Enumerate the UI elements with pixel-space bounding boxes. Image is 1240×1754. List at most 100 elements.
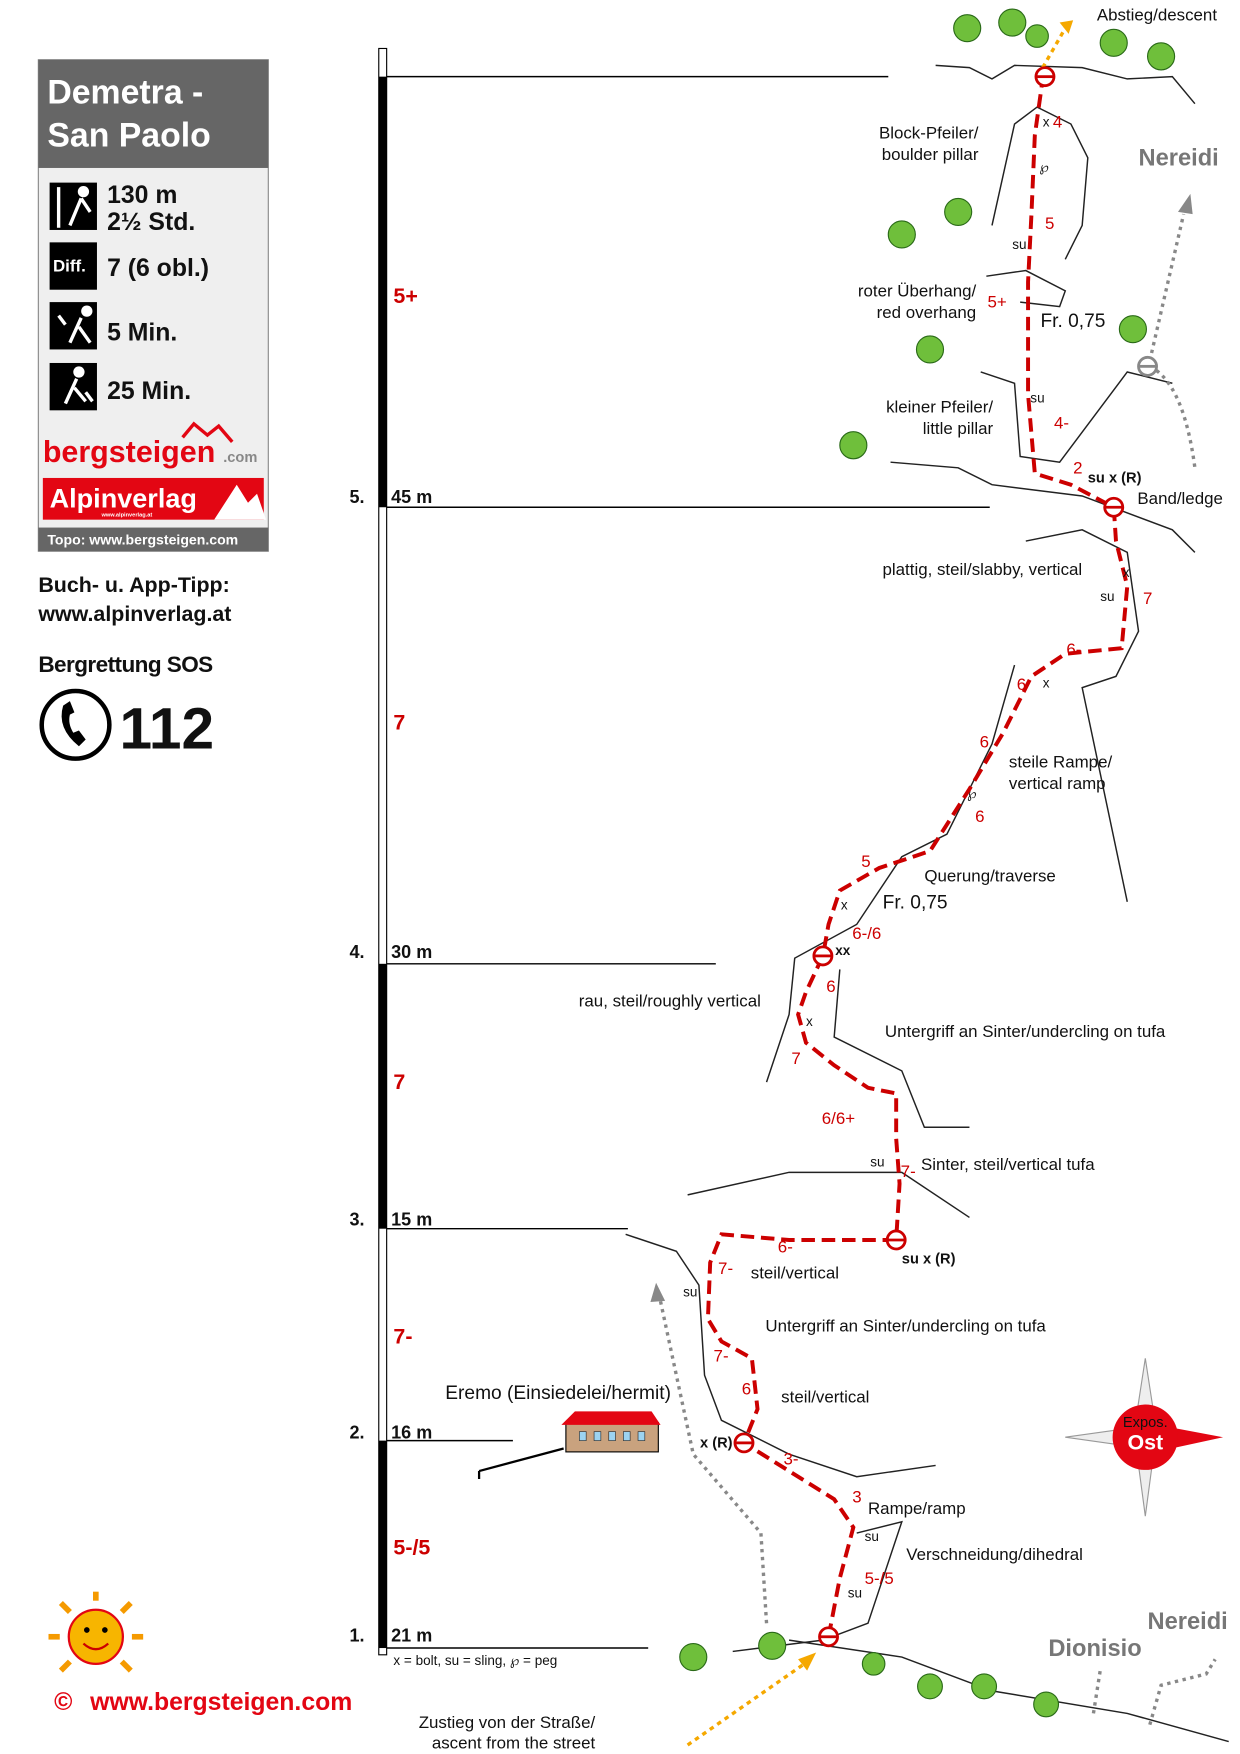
- bolt-mark: x: [841, 898, 848, 913]
- bolt-mark: x: [806, 1014, 813, 1029]
- compass-icon: Expos. Ost: [1065, 1358, 1224, 1517]
- bolt-mark: x: [1043, 676, 1050, 691]
- pitch-3-grade: 7: [393, 1070, 405, 1094]
- mountain-logo-icon: [181, 421, 234, 443]
- peg-mark: ℘: [1039, 159, 1049, 175]
- belay-icon: [1034, 66, 1056, 88]
- rock-face: [625, 64, 1229, 1743]
- belay-icon: [818, 1626, 839, 1648]
- belay-icon: [733, 1432, 755, 1454]
- route-length: 130 m: [107, 182, 177, 209]
- peg-mark: ℘: [967, 786, 977, 802]
- vertical-ramp-label-en: vertical ramp: [1009, 774, 1106, 793]
- belay-icon: [885, 1229, 907, 1251]
- dihedral-label: Verschneidung/dihedral: [906, 1545, 1083, 1564]
- grade-label: 6: [826, 977, 835, 996]
- nereidi-path-arrow-icon: [1148, 213, 1197, 469]
- sling-mark: su: [848, 1585, 862, 1600]
- grade-label: 6: [975, 807, 984, 826]
- legend: x = bolt, su = sling, ℘ = peg: [393, 1653, 557, 1669]
- undercling-label-2: Untergriff an Sinter/undercling on tufa: [765, 1316, 1046, 1335]
- route-grades: 4 5 5+ 4- 2 7 6- 6 6 6 5 6-/6 6 7 6/6+ 7…: [714, 112, 1153, 1587]
- slabby-label: plattig, steil/slabby, vertical: [883, 560, 1083, 579]
- bolt-mark: x: [1043, 114, 1050, 129]
- approach-arrow-icon: [686, 1661, 807, 1747]
- ramp-label: Rampe/ramp: [868, 1499, 966, 1518]
- book-tip-url[interactable]: www.alpinverlag.at: [37, 602, 231, 626]
- route-time: 2½ Std.: [107, 209, 195, 236]
- red-overhang-label: roter Überhang/: [858, 281, 977, 300]
- exposure-label: Expos.: [1123, 1415, 1168, 1431]
- book-tip-line1: Buch- u. App-Tipp:: [38, 573, 229, 597]
- grade-label: 7: [1143, 589, 1152, 608]
- grade-label: 3: [852, 1488, 861, 1507]
- pitch-2-length: 16 m: [391, 1422, 432, 1442]
- belay-icon: [1103, 496, 1125, 518]
- sling-mark: su: [683, 1284, 697, 1299]
- grade-label: 7-: [714, 1347, 729, 1366]
- grade-label: 7-: [901, 1162, 916, 1181]
- difficulty-badge: [49, 242, 97, 290]
- alpinverlag-logo-url: www.alpinverlag.at: [100, 512, 152, 518]
- difficulty-badge-label: Diff.: [53, 257, 86, 276]
- bergsteigen-logo: bergsteigen: [43, 435, 215, 469]
- sling-mark: su: [865, 1529, 879, 1544]
- sling-mark: su: [870, 1155, 884, 1170]
- pitch-2-grade: 7-: [393, 1325, 412, 1349]
- grade-label: 6: [742, 1379, 751, 1398]
- boulder-pillar-label-en: boulder pillar: [882, 145, 979, 164]
- approach-path-arrow-icon: [657, 1295, 769, 1624]
- dionisio-path-arrow-icon: [1091, 1658, 1217, 1726]
- route-title-line1: Demetra -: [47, 74, 203, 112]
- ledge-label: Band/ledge: [1137, 489, 1222, 508]
- friend-size-label-2: Fr. 0,75: [883, 893, 948, 914]
- boulder-pillar-label: Block-Pfeiler/: [879, 124, 979, 143]
- pitch-5-length: 45 m: [391, 487, 432, 507]
- route-title-line2: San Paolo: [47, 117, 210, 155]
- grade-label: 6-: [778, 1237, 793, 1256]
- difficulty: 7 (6 obl.): [107, 255, 209, 282]
- belay-3-label: su x (R): [902, 1252, 956, 1268]
- pitch-5-number: 5.: [349, 487, 364, 507]
- bolt-mark: x: [1123, 565, 1130, 580]
- little-pillar-label: kleiner Pfeiler/: [886, 398, 993, 417]
- grade-label: 3-: [783, 1449, 798, 1468]
- grade-label: 6-/6: [852, 924, 881, 943]
- grade-label: 5: [861, 852, 870, 871]
- pitch-5-grade: 5+: [393, 284, 417, 308]
- sling-mark: su: [1100, 589, 1114, 604]
- grade-label: 7: [791, 1049, 800, 1068]
- belay-5-label: su x (R): [1088, 470, 1142, 486]
- grade-label: 6: [1017, 675, 1026, 694]
- grade-label: 2: [1073, 458, 1082, 477]
- pitch-1-grade: 5-/5: [393, 1535, 430, 1559]
- bergsteigen-logo-com: .com: [223, 450, 257, 466]
- pitch-1-length: 21 m: [391, 1625, 432, 1645]
- topo-credit-bar: [38, 527, 269, 552]
- dionisio-label: Dionisio: [1048, 1636, 1141, 1662]
- vertical-label-2: steil/vertical: [781, 1387, 869, 1406]
- nereidi-label-top: Nereidi: [1139, 146, 1219, 172]
- pitch-4-number: 4.: [349, 942, 364, 962]
- protection-marks: x ℘ su su su x x ℘ x x su su su su: [683, 114, 1130, 1600]
- grade-label: 4-: [1054, 413, 1069, 432]
- alpinverlag-logo-text: Alpinverlag: [50, 483, 197, 513]
- red-overhang-label-en: red overhang: [877, 303, 977, 322]
- tufa-label: Sinter, steil/vertical tufa: [921, 1155, 1095, 1174]
- traverse-label: Querung/traverse: [924, 867, 1055, 886]
- pitch-4-grade: 7: [393, 710, 405, 734]
- nereidi-label-bottom: Nereidi: [1148, 1609, 1228, 1635]
- sos-number: 112: [120, 696, 215, 761]
- copyright-url[interactable]: www.bergsteigen.com: [89, 1689, 352, 1716]
- approach-label-en: ascent from the street: [432, 1733, 596, 1752]
- info-panel: Demetra - San Paolo 130 m 2½ Std. Diff. …: [37, 59, 269, 552]
- approach-time: 5 Min.: [107, 319, 177, 346]
- rough-vertical-label: rau, steil/roughly vertical: [579, 992, 761, 1011]
- grade-label: 5+: [987, 293, 1006, 312]
- title-header: [38, 59, 269, 168]
- little-pillar-label-en: little pillar: [923, 419, 994, 438]
- pitch-3-length: 15 m: [391, 1209, 432, 1229]
- belays: [733, 66, 1125, 1648]
- belay-icon: [812, 945, 834, 967]
